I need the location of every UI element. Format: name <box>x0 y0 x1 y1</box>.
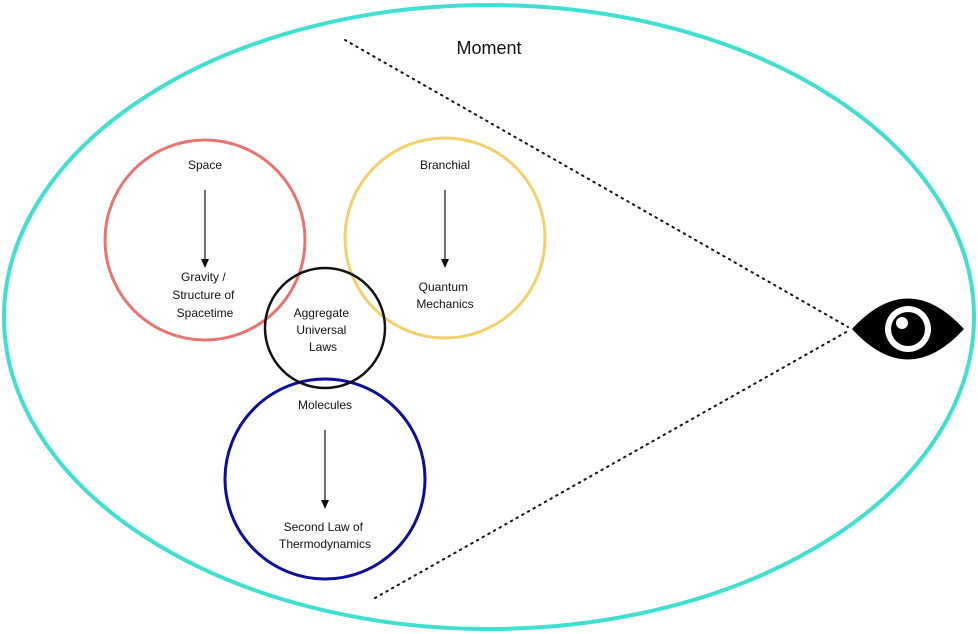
aggregate-line-1: Aggregate <box>294 306 350 320</box>
branchial-circle <box>343 136 547 340</box>
space-circle <box>103 138 307 342</box>
moment-ellipse <box>2 3 976 631</box>
branchial-result-line-2: Mechanics <box>416 297 473 311</box>
view-line-upper <box>344 39 849 328</box>
aggregate-circle <box>263 266 387 390</box>
aggregate-line-2: Universal <box>296 323 346 337</box>
aggregate-circle-group: Aggregate Universal Laws <box>263 266 387 390</box>
space-result-line-2: Structure of <box>172 288 235 302</box>
molecules-circle-group: Molecules Second Law of Thermodynamics <box>223 377 427 581</box>
molecules-result: Second Law of Thermodynamics <box>279 520 371 551</box>
molecules-result-line-2: Thermodynamics <box>279 537 371 551</box>
space-circle-group: Space Gravity / Structure of Spacetime <box>103 138 307 342</box>
space-result: Gravity / Structure of Spacetime <box>172 270 237 320</box>
space-label: Space <box>188 158 222 172</box>
branchial-arrowhead <box>441 259 449 268</box>
eye-pupil <box>891 312 925 346</box>
molecules-label: Molecules <box>298 398 352 412</box>
space-result-line-3: Spacetime <box>177 306 234 320</box>
diagram-title: Moment <box>456 38 521 58</box>
view-line-lower <box>374 330 849 599</box>
molecules-result-line-1: Second Law of <box>284 520 364 534</box>
branchial-result: Quantum Mechanics <box>416 280 473 311</box>
branchial-label: Branchial <box>420 158 470 172</box>
molecules-circle <box>223 377 427 581</box>
branchial-circle-group: Branchial Quantum Mechanics <box>343 136 547 340</box>
space-result-line-1: Gravity / <box>181 270 226 284</box>
aggregate-line-3: Laws <box>309 340 337 354</box>
eye-icon <box>852 298 964 360</box>
space-arrowhead <box>201 259 209 268</box>
branchial-result-line-1: Quantum <box>419 280 468 294</box>
eye-highlight <box>896 317 908 329</box>
molecules-arrowhead <box>321 500 329 509</box>
aggregate-label: Aggregate Universal Laws <box>294 306 353 354</box>
